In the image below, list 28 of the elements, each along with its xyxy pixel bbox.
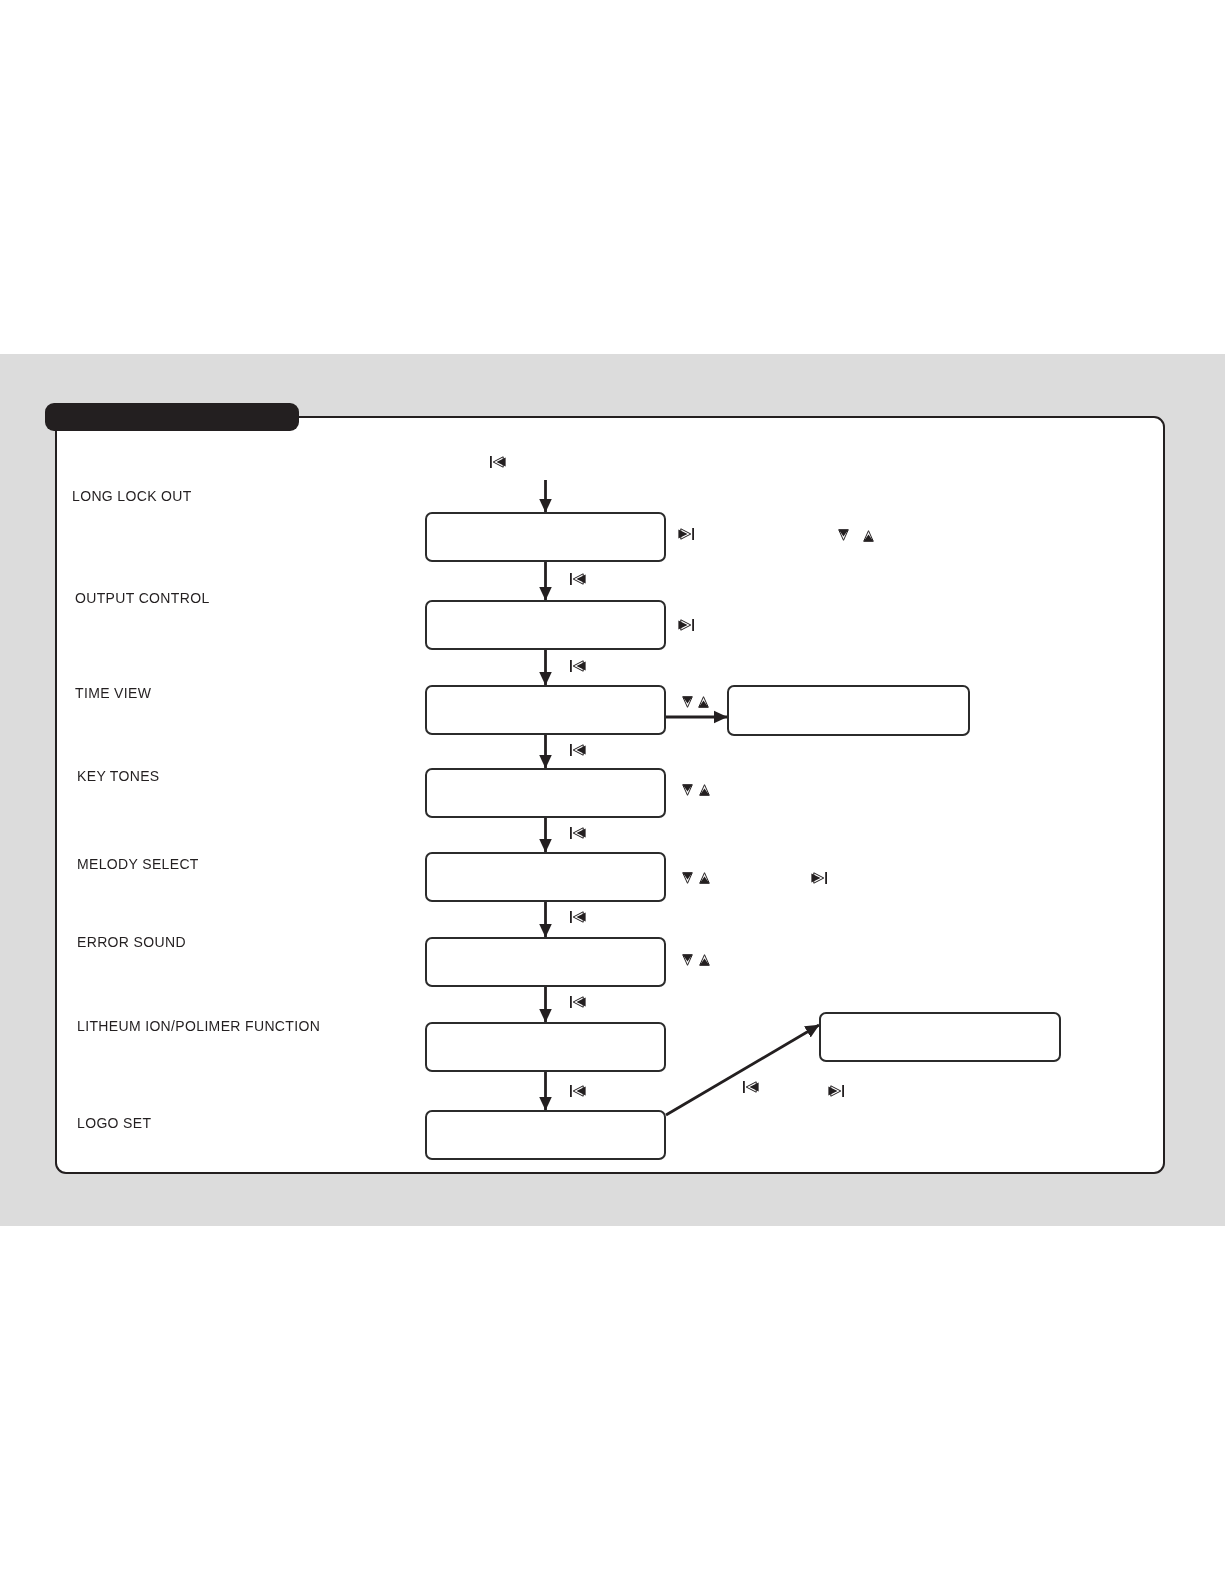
step-label: MELODY SELECT [77, 857, 199, 871]
arrow [539, 818, 552, 853]
step-box [819, 1012, 1061, 1062]
step-label: TIME VIEW [75, 686, 152, 700]
step-box [727, 685, 970, 736]
step-label: OUTPUT CONTROL [75, 591, 210, 605]
arrow [539, 650, 552, 686]
step-box [425, 768, 666, 818]
step-box [425, 852, 666, 902]
step-label: ERROR SOUND [77, 935, 186, 949]
step-box [425, 685, 666, 735]
step-box [425, 1022, 666, 1072]
step-box [425, 600, 666, 650]
step-label: LITHEUM ION/POLIMER FUNCTION [77, 1019, 321, 1033]
arrow [539, 1072, 552, 1111]
arrow [539, 562, 552, 601]
arrow [539, 480, 552, 513]
step-box [425, 512, 666, 562]
arrow [539, 902, 552, 938]
step-label: LOGO SET [77, 1116, 152, 1130]
arrow [666, 710, 728, 724]
step-label: KEY TONES [77, 769, 160, 783]
step-box [425, 1110, 666, 1160]
step-box [425, 937, 666, 987]
arrow [539, 987, 552, 1023]
arrow [539, 735, 552, 769]
arrow [665, 1023, 820, 1117]
step-label: LONG LOCK OUT [72, 489, 192, 503]
